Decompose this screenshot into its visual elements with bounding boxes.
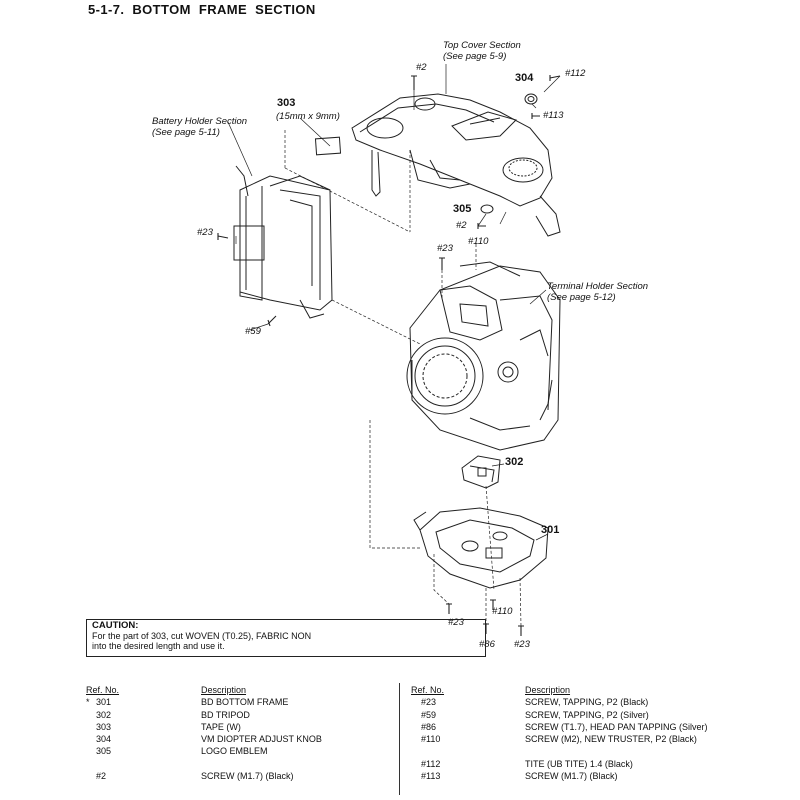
- table-row: #23 SCREW, TAPPING, P2 (Black): [411, 696, 791, 708]
- callout-line: Top Cover Section: [443, 40, 521, 51]
- desc-cell: VM DIOPTER ADJUST KNOB: [201, 734, 322, 745]
- diopter-knob-illustration: [524, 93, 538, 105]
- part-305-label: 305: [453, 203, 472, 215]
- table-row: [86, 758, 386, 770]
- desc-cell: SCREW, TAPPING, P2 (Black): [525, 697, 649, 708]
- table-row: #112 TITE (UB TITE) 1.4 (Black): [411, 758, 791, 770]
- ref-cell: 304: [96, 734, 112, 745]
- screw-ref-label: #23: [197, 227, 213, 238]
- tripod-part-illustration: [461, 455, 501, 489]
- battery-holder-illustration: [233, 165, 333, 319]
- ref-cell: #86: [421, 721, 437, 732]
- table-row: 303 TAPE (W): [86, 721, 386, 733]
- table-row: #2 SCREW (M1.7) (Black): [86, 770, 386, 782]
- caution-box: CAUTION: For the part of 303, cut WOVEN …: [86, 619, 486, 657]
- table-row: #110 SCREW (M2), NEW TRUSTER, P2 (Black): [411, 733, 791, 745]
- ref-cell: #59: [421, 709, 437, 720]
- star-mark: [86, 733, 96, 745]
- table-row: #86 SCREW (T1.7), HEAD PAN TAPPING (Silve…: [411, 721, 791, 733]
- ref-cell: 303: [96, 721, 112, 732]
- screws: [217, 75, 561, 636]
- caution-line: into the desired length and use it.: [92, 641, 225, 651]
- screw-ref-label: #23: [448, 617, 464, 628]
- ref-cell: #112: [421, 758, 441, 769]
- ref-cell: #23: [421, 697, 437, 708]
- table-row: 304 VM DIOPTER ADJUST KNOB: [86, 733, 386, 745]
- table-row: * 301 BD BOTTOM FRAME: [86, 696, 386, 708]
- screw-ref-label: #112: [565, 68, 586, 79]
- desc-cell: SCREW (M2), NEW TRUSTER, P2 (Black): [525, 734, 697, 745]
- table-row: 305 LOGO EMBLEM: [86, 745, 386, 757]
- desc-cell: SCREW, TAPPING, P2 (Silver): [525, 709, 649, 720]
- callout-line: (See page 5-12): [547, 292, 616, 303]
- caution-line: For the part of 303, cut WOVEN (T0.25), …: [92, 631, 312, 641]
- ref-cell: 305: [96, 746, 112, 757]
- table-row: [411, 745, 791, 757]
- desc-cell: TAPE (W): [201, 721, 241, 732]
- part-304-label: 304: [515, 72, 534, 84]
- description-header: Description: [201, 685, 247, 695]
- desc-cell: BD TRIPOD: [201, 709, 250, 720]
- desc-cell: SCREW (M1.7) (Black): [525, 771, 618, 782]
- part-303-label: 303: [277, 97, 296, 109]
- page-title: 5-1-7. BOTTOM FRAME SECTION: [88, 2, 316, 17]
- star-mark: *: [86, 697, 90, 708]
- screw-ref-label: #110: [468, 236, 489, 247]
- logo-emblem-illustration: [480, 204, 494, 214]
- desc-cell: SCREW (T1.7), HEAD PAN TAPPING (Silver): [525, 721, 708, 732]
- screw-ref-label: #23: [437, 243, 453, 254]
- ref-no-header: Ref. No.: [411, 685, 445, 695]
- part-302-label: 302: [505, 456, 524, 468]
- ref-cell: 301: [96, 697, 112, 708]
- desc-cell: LOGO EMBLEM: [201, 746, 268, 757]
- battery-holder-callout: Battery Holder Section (See page 5-11): [152, 116, 247, 138]
- desc-cell: SCREW (M1.7) (Black): [201, 771, 294, 782]
- terminal-holder-callout: Terminal Holder Section (See page 5-12): [547, 281, 648, 303]
- top-cover-callout: Top Cover Section (See page 5-9): [443, 40, 521, 62]
- parts-table-left: Ref. No. Description * 301 BD BOTTOM FRAME…: [86, 684, 386, 782]
- screw-ref-label: #86: [479, 639, 495, 650]
- screw-ref-label: #2: [456, 220, 467, 231]
- star-mark: [86, 770, 96, 782]
- callout-line: (See page 5-9): [443, 51, 507, 62]
- ref-cell: [96, 758, 201, 770]
- part-301-label: 301: [541, 524, 560, 536]
- callout-line: Battery Holder Section: [152, 116, 248, 127]
- star-mark: [86, 709, 96, 721]
- screw-ref-label: #113: [543, 110, 564, 121]
- desc-cell: TITE (UB TITE) 1.4 (Black): [525, 758, 633, 769]
- desc-cell: BD BOTTOM FRAME: [201, 697, 289, 708]
- ref-cell: #2: [96, 771, 107, 782]
- description-header: Description: [525, 685, 571, 695]
- ref-cell: [421, 745, 525, 757]
- exploded-view-diagram: [217, 64, 561, 636]
- screw-ref-label: #2: [416, 62, 427, 73]
- ref-no-header: Ref. No.: [86, 685, 120, 695]
- table-row: 302 BD TRIPOD: [86, 709, 386, 721]
- table-row: #113 SCREW (M1.7) (Black): [411, 770, 791, 782]
- table-divider: [399, 683, 400, 795]
- ref-cell: 302: [96, 709, 112, 720]
- caution-heading: CAUTION:: [92, 620, 139, 631]
- callout-line: (See page 5-11): [152, 127, 220, 138]
- ref-cell: #110: [421, 734, 441, 745]
- bottom-frame-illustration: [413, 507, 549, 589]
- star-mark: [86, 758, 96, 770]
- top-cover-illustration: [351, 93, 561, 237]
- star-mark: [86, 745, 96, 757]
- tape-illustration: [314, 136, 342, 156]
- tape-size-callout: (15mm x 9mm): [276, 111, 340, 122]
- screw-ref-label: #23: [514, 639, 530, 650]
- callout-line: Terminal Holder Section: [547, 281, 649, 292]
- ref-cell: #113: [421, 771, 441, 782]
- screw-ref-label: #110: [492, 606, 513, 617]
- camera-body-illustration: [406, 261, 561, 451]
- table-row: #59 SCREW, TAPPING, P2 (Silver): [411, 709, 791, 721]
- screw-ref-label: #59: [245, 326, 261, 337]
- star-mark: [86, 721, 96, 733]
